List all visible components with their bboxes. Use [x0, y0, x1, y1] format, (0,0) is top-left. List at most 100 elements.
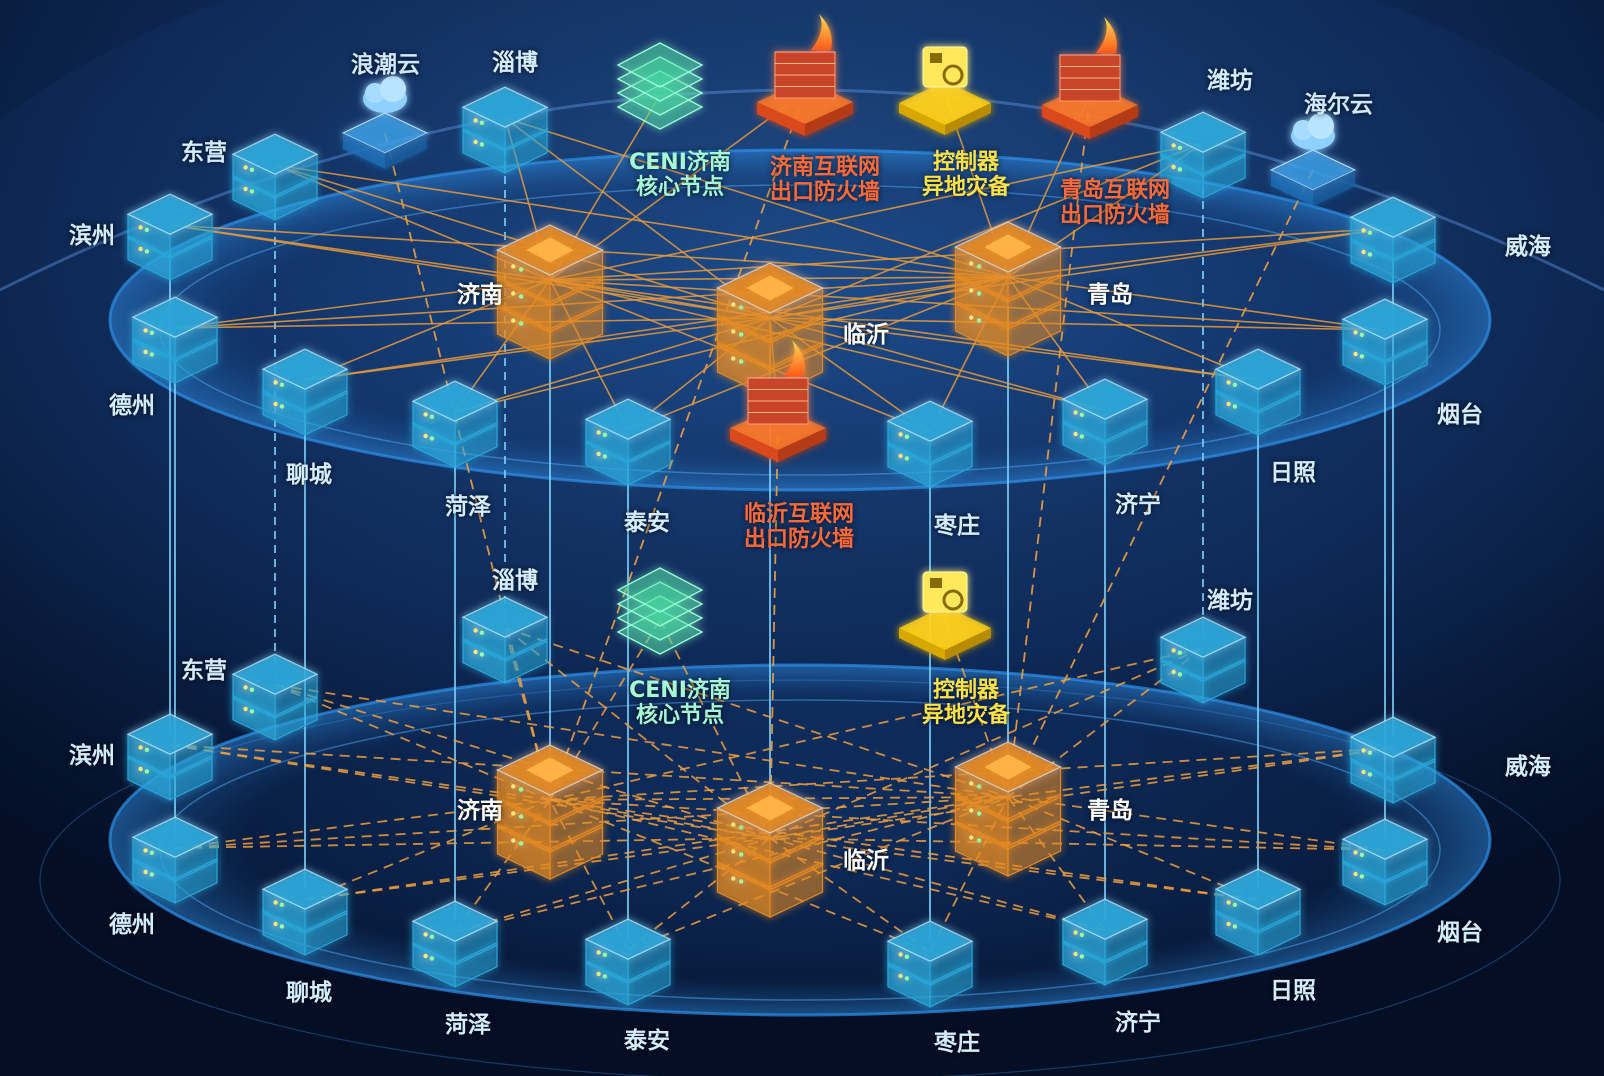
label-top-controller-line2: 异地灾备 — [921, 175, 1010, 201]
brick-wall-icon — [774, 51, 836, 99]
label-fw-qingdao: 青岛互联网 出口防火墙 — [1040, 178, 1190, 229]
haier-cloud-node — [1269, 113, 1357, 206]
langchao-cloud-node — [341, 76, 429, 169]
core-server-bottom-linyi — [716, 782, 824, 918]
label-top-ceni-line1: CENI济南 — [629, 150, 731, 175]
top-link-weihai-linyi — [769, 227, 1394, 319]
label-top-binzhou: 滨州 — [69, 223, 115, 249]
server-bottom-jining — [1061, 898, 1149, 986]
label-bottom-controller: 控制器 异地灾备 — [906, 678, 1026, 729]
brick-wall-icon — [1059, 54, 1121, 102]
label-fw-qingdao-line2: 出口防火墙 — [1059, 203, 1170, 229]
core-server-top-linyi — [716, 262, 824, 398]
label-top-ceni-line2: 核心节点 — [635, 175, 724, 201]
core-server-bottom-qingdao — [954, 741, 1062, 877]
label-top-liaocheng: 聊城 — [286, 462, 332, 488]
label-bottom-zibo: 淄博 — [492, 568, 538, 594]
bottom-link-rizhao-jinan — [549, 799, 1259, 901]
bottom-link-taian-linyi — [627, 837, 771, 951]
bottom-link-yantai-qingdao — [1007, 796, 1386, 851]
label-top-weifang: 潍坊 — [1207, 68, 1253, 94]
top-link-weifang-linyi — [769, 142, 1204, 319]
inter-layer-links — [169, 91, 1394, 942]
label-bottom-zaozhuang: 枣庄 — [934, 1030, 980, 1056]
label-fw-linyi-line1: 临沂互联网 — [743, 502, 854, 527]
bottom-link-zibo-linyi — [504, 627, 771, 839]
core-server-bottom-jinan — [496, 744, 604, 880]
label-top-ceni: CENI济南 核心节点 — [615, 150, 745, 201]
bottom-link-dongying-qingdao — [274, 684, 1009, 798]
label-langchao-cloud: 浪潮云 — [351, 52, 420, 78]
server-top-liaocheng — [261, 348, 349, 436]
label-haier-cloud: 海尔云 — [1304, 92, 1373, 118]
firewall-jinan — [757, 14, 853, 136]
label-bottom-jining: 济宁 — [1115, 1010, 1161, 1036]
label-top-dongying: 东营 — [181, 140, 227, 166]
controller-bottom — [899, 571, 991, 660]
bottom-link-yantai-jinan — [549, 799, 1386, 851]
flame-icon — [811, 14, 832, 50]
top-link-jining-jinan — [549, 279, 1106, 411]
top-link-rizhao-jinan — [549, 279, 1259, 381]
top-link-liaocheng-qingdao — [304, 276, 1009, 381]
top-link-weihai-qingdao — [1007, 227, 1394, 278]
server-top-zibo — [461, 86, 549, 174]
label-top-controller: 控制器 异地灾备 — [906, 150, 1026, 201]
server-top-taian — [584, 398, 672, 486]
bottom-link-ceni-linyi — [659, 619, 771, 839]
flame-icon — [784, 340, 805, 376]
bottom-link-heze-qingdao — [454, 796, 1009, 933]
firewall-qingdao — [1042, 17, 1138, 139]
bottom-link-zibo-qingdao — [504, 627, 1009, 798]
bottom-link-jining-linyi — [769, 837, 1106, 931]
label-bottom-controller-line1: 控制器 — [932, 678, 999, 703]
label-top-zaozhuang: 枣庄 — [934, 513, 980, 539]
label-bottom-liaocheng: 聊城 — [286, 980, 332, 1006]
bottom-link-dezhou-linyi — [174, 837, 771, 849]
label-bottom-qingdao: 青岛 — [1087, 798, 1133, 824]
label-fw-linyi: 临沂互联网 出口防火墙 — [724, 502, 874, 553]
label-bottom-controller-line2: 异地灾备 — [921, 703, 1010, 729]
server-bottom-rizhao — [1214, 868, 1302, 956]
label-top-jining: 济宁 — [1115, 492, 1161, 518]
server-bottom-yantai — [1341, 818, 1429, 906]
label-top-linyi: 临沂 — [843, 322, 889, 348]
label-fw-jinan: 济南互联网 出口防火墙 — [750, 155, 900, 206]
top-link-yantai-qingdao — [1007, 276, 1386, 331]
label-top-dezhou: 德州 — [109, 393, 155, 419]
server-top-yantai — [1341, 298, 1429, 386]
label-fw-jinan-line2: 出口防火墙 — [769, 180, 880, 206]
core-server-top-jinan — [496, 224, 604, 360]
label-bottom-binzhou: 滨州 — [69, 743, 115, 769]
server-top-weifang — [1159, 111, 1247, 199]
brick-wall-icon — [747, 377, 809, 425]
controller-top — [899, 46, 991, 135]
label-bottom-linyi: 临沂 — [843, 848, 889, 874]
label-bottom-yantai: 烟台 — [1437, 920, 1483, 946]
label-bottom-dongying: 东营 — [181, 658, 227, 684]
server-top-dezhou — [131, 296, 219, 384]
core-server-top-qingdao — [954, 221, 1062, 357]
bottom-link-binzhou-qingdao — [169, 744, 1009, 798]
label-bottom-jinan: 济南 — [457, 798, 503, 824]
label-top-heze: 菏泽 — [445, 494, 491, 520]
server-bottom-binzhou — [126, 713, 214, 801]
label-fw-qingdao-line1: 青岛互联网 — [1059, 178, 1170, 203]
label-top-jinan: 济南 — [457, 282, 503, 308]
label-bottom-taian: 泰安 — [624, 1028, 670, 1054]
server-bottom-dongying — [231, 653, 319, 741]
flame-icon — [1096, 17, 1117, 53]
bottom-link-dezhou-jinan — [174, 799, 551, 849]
cloud-icon — [1291, 113, 1335, 150]
label-bottom-heze: 菏泽 — [445, 1012, 491, 1038]
server-bottom-dezhou — [131, 816, 219, 904]
cross-link-fwl-linyi — [769, 417, 779, 839]
server-bottom-zibo — [461, 596, 549, 684]
label-top-weihai: 威海 — [1505, 234, 1551, 260]
cross-link-langchao-jinan — [384, 132, 551, 801]
label-top-rizhao: 日照 — [1270, 460, 1316, 486]
top-link-dezhou-linyi — [174, 317, 771, 329]
server-bottom-weihai — [1349, 716, 1437, 804]
label-top-zibo: 淄博 — [492, 50, 538, 76]
ceni-node-top — [616, 42, 704, 130]
